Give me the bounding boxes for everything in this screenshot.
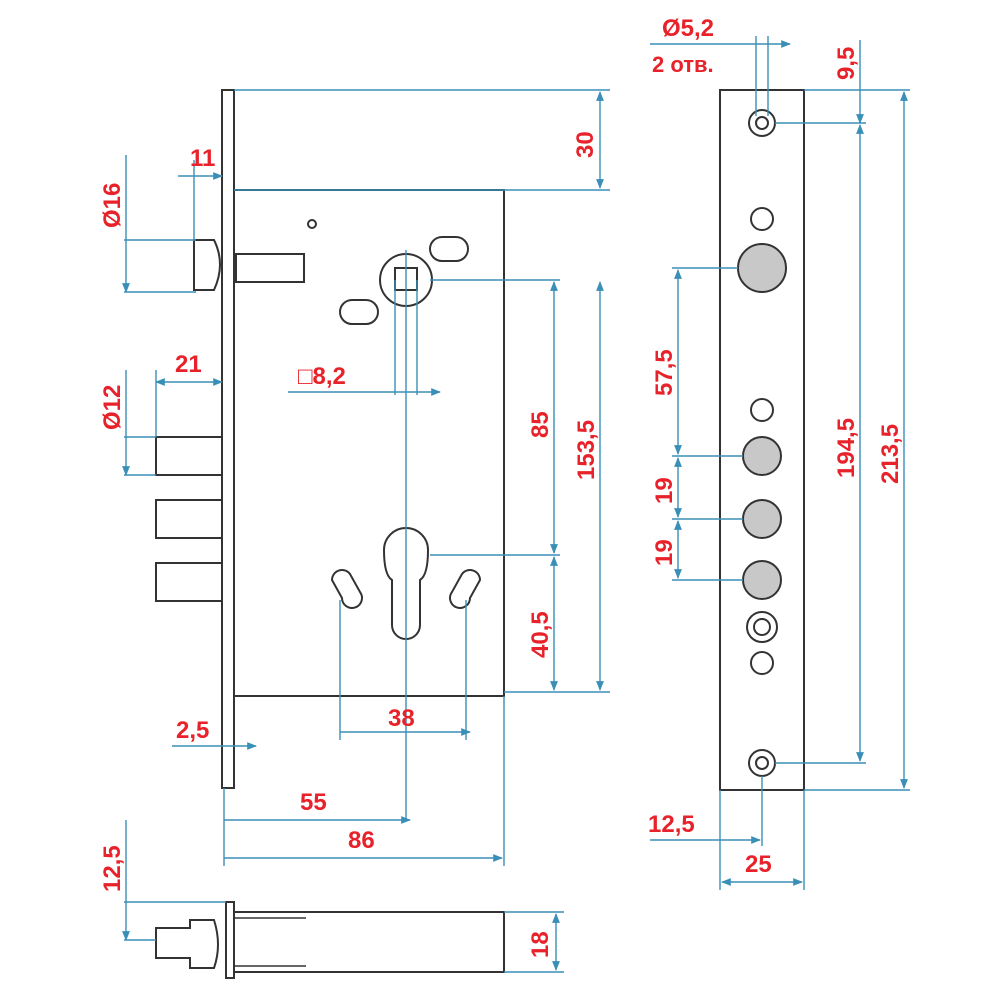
- latch-bolt: [193, 239, 221, 291]
- bolt-spacing-2-label: 19: [651, 539, 678, 566]
- latch-offset-label: 11: [190, 145, 215, 172]
- hole-from-top-label: 9,5: [833, 47, 860, 80]
- spindle-to-bottom-label: 153,5: [573, 420, 600, 480]
- slot-top: [429, 236, 469, 262]
- bottom-case: [233, 911, 505, 973]
- small-hole-3: [750, 651, 774, 675]
- backset-label: 55: [300, 789, 327, 816]
- faceplate-width-label: 25: [745, 851, 772, 878]
- screw-slot-left: [330, 569, 363, 609]
- faceplate-hole-label: Ø5,2: [662, 15, 714, 42]
- faceplate-side-view: [719, 89, 805, 791]
- top-offset-label: 30: [572, 131, 599, 158]
- faceplate-hole-count-label: 2 отв.: [652, 52, 714, 77]
- lock-body-front-view: [155, 89, 505, 789]
- case-depth-label: 18: [527, 931, 554, 958]
- ring-hole-inner: [753, 618, 771, 636]
- faceplate-thickness-label: 2,5: [176, 717, 209, 744]
- faceplate-strip: [221, 89, 235, 789]
- bottom-offset-label: 12,5: [99, 845, 126, 892]
- small-hole-2: [750, 398, 774, 422]
- dead-bolt-1: [155, 436, 223, 476]
- bottom-latch: [155, 919, 219, 969]
- bolt-hole-2: [742, 499, 782, 539]
- bolt-diameter-label: Ø12: [99, 385, 126, 430]
- cylinder-to-bottom-label: 40,5: [527, 611, 554, 658]
- bolt-spacing-top-label: 57,5: [651, 349, 678, 396]
- case-width-label: 86: [348, 827, 375, 854]
- bottom-view-dimensions: 12,5 18: [99, 820, 564, 973]
- dead-bolt-2: [155, 499, 223, 539]
- hole-from-edge-label: 12,5: [648, 811, 695, 838]
- lock-bottom-view: [155, 901, 505, 979]
- mount-hole-bottom-inner: [755, 756, 769, 770]
- spindle-square-label: □8,2: [298, 363, 346, 390]
- screw-slot-right: [449, 569, 482, 609]
- spindle-to-cylinder-label: 85: [527, 411, 554, 438]
- faceplate-dimensions: Ø5,2 2 отв. 9,5 194,5 213,5 57,5 19 19 1…: [648, 15, 910, 890]
- latch-slide: [235, 253, 305, 283]
- bolt-throw-label: 21: [175, 351, 202, 378]
- latch-hole: [737, 243, 787, 293]
- bolt-spacing-1-label: 19: [651, 477, 678, 504]
- pin-hole: [307, 219, 317, 229]
- latch-diameter-label: Ø16: [99, 183, 126, 228]
- screw-spacing-label: 38: [388, 705, 415, 732]
- faceplate-length-label: 213,5: [877, 424, 904, 484]
- bottom-faceplate: [225, 901, 235, 979]
- slot-left: [339, 299, 379, 325]
- front-view-dimensions: Ø16 11 30 □8,2 Ø12 21 85 40,5: [99, 89, 610, 866]
- bolt-hole-3: [742, 560, 782, 600]
- hole-spacing-label: 194,5: [833, 418, 860, 478]
- small-hole-1: [750, 207, 774, 231]
- dead-bolt-3: [155, 562, 223, 602]
- mount-hole-top-inner: [755, 116, 769, 130]
- bolt-hole-1: [742, 436, 782, 476]
